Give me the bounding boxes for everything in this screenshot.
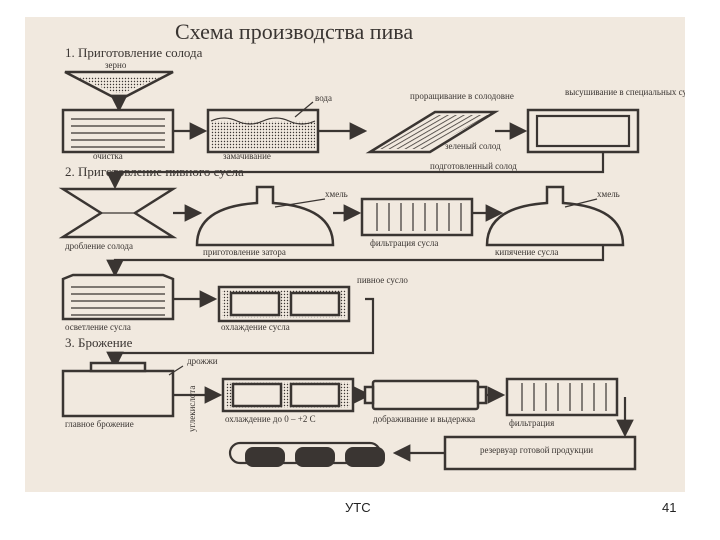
kegs bbox=[228, 441, 385, 467]
clarification-tank bbox=[61, 273, 175, 321]
reservoir bbox=[443, 435, 637, 471]
label-green-malt: зеленый солод bbox=[445, 141, 501, 151]
malt-mill bbox=[58, 187, 178, 239]
label-hops-1: хмель bbox=[325, 189, 348, 199]
drying-kiln bbox=[526, 108, 640, 154]
beer-chiller bbox=[221, 377, 355, 413]
wort-filter bbox=[360, 197, 474, 237]
soaking-tank bbox=[206, 108, 320, 154]
label-grain: зерно bbox=[105, 60, 127, 70]
label-clarification: осветление сусла bbox=[65, 322, 131, 332]
fermentation-vat bbox=[61, 361, 175, 418]
label-cooling: охлаждение сусла bbox=[221, 322, 290, 332]
grain-hopper bbox=[64, 70, 174, 99]
section-malt: 1. Приготовление солода bbox=[65, 45, 203, 60]
label-maturation: дображивание и выдержка bbox=[373, 414, 475, 424]
label-drying: высушивание в специальных сушилках bbox=[565, 87, 685, 97]
diagram-title: Схема производства пива bbox=[175, 19, 413, 44]
label-prepared-malt: подготовленный солод bbox=[430, 161, 517, 171]
label-mash-tun: приготовление затора bbox=[203, 247, 286, 257]
label-crushing: дробление солода bbox=[65, 241, 133, 251]
label-boiling: кипячение сусла bbox=[495, 247, 558, 257]
label-germination: проращивание в солодовне bbox=[410, 91, 514, 101]
label-hops-2: хмель bbox=[597, 189, 620, 199]
footer-left-text: УТС bbox=[345, 500, 371, 515]
mash-tun bbox=[195, 185, 335, 247]
label-chill: охлаждение до 0 – +2 С bbox=[225, 414, 316, 424]
label-water: вода bbox=[315, 93, 332, 103]
label-primary: главное брожение bbox=[65, 419, 134, 429]
label-yeast: дрожжи bbox=[187, 356, 218, 366]
germination-floor bbox=[365, 110, 500, 154]
label-co2: углекислота bbox=[187, 386, 197, 432]
label-soaking: замачивание bbox=[223, 151, 271, 161]
section-ferment: 3. Брожение bbox=[65, 335, 133, 350]
wort-cooler bbox=[217, 285, 351, 323]
page-number: 41 bbox=[662, 500, 677, 515]
cleaning-box bbox=[61, 108, 175, 154]
scheme-scan: Схема производства пива 1. Приготовление… bbox=[25, 17, 685, 492]
label-cleaning: очистка bbox=[93, 151, 123, 161]
maturation-tank bbox=[363, 379, 488, 411]
label-filtration-wort: фильтрация сусла bbox=[370, 238, 438, 248]
label-filtration: фильтрация bbox=[509, 418, 554, 428]
label-beer-wort: пивное сусло bbox=[357, 275, 408, 285]
label-reservoir: резервуар готовой продукции bbox=[480, 445, 593, 455]
wort-kettle bbox=[485, 185, 625, 247]
final-filter bbox=[505, 377, 619, 417]
beer-production-diagram: Схема производства пива 1. Приготовление… bbox=[58, 19, 685, 471]
